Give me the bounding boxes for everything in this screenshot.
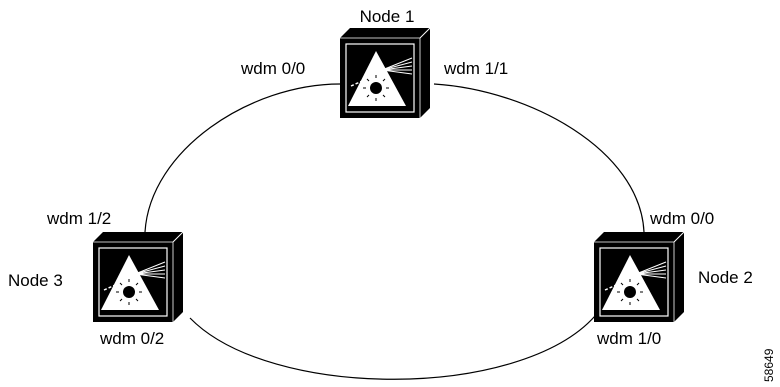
optical-node-prism-icon — [339, 27, 431, 119]
ring-link-bottom — [189, 315, 596, 380]
node-1[interactable]: Node 1 wdm 0/0 wdm 1/1 — [240, 7, 508, 119]
node-3-port-bottom: wdm 0/2 — [99, 329, 164, 348]
node-3-label: Node 3 — [8, 271, 63, 290]
figure-id: 58649 — [762, 348, 776, 382]
node-3-port-top: wdm 1/2 — [46, 209, 111, 228]
ring-link-top-left — [144, 83, 341, 233]
node-2[interactable]: Node 2 wdm 0/0 wdm 1/0 — [593, 209, 753, 348]
node-2-port-top: wdm 0/0 — [649, 209, 714, 228]
ring-link-top-right — [433, 83, 645, 233]
node-3[interactable]: Node 3 wdm 1/2 wdm 0/2 — [8, 209, 184, 348]
optical-node-prism-icon — [92, 231, 184, 323]
node-1-port-left: wdm 0/0 — [240, 59, 305, 78]
node-2-port-bottom: wdm 1/0 — [596, 329, 661, 348]
node-1-label: Node 1 — [360, 7, 415, 26]
optical-node-prism-icon — [593, 231, 685, 323]
node-1-port-right: wdm 1/1 — [443, 59, 508, 78]
node-2-label: Node 2 — [698, 268, 753, 287]
